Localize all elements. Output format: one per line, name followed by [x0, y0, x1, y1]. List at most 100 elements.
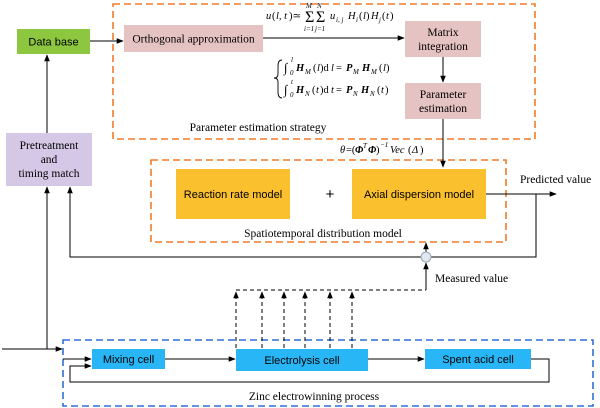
svg-text:P: P — [346, 63, 353, 74]
svg-text:u: u — [330, 11, 335, 22]
svg-text:H: H — [347, 11, 357, 22]
svg-text:l: l — [383, 63, 386, 74]
matrix-integration-box — [405, 21, 481, 57]
parameter-estimation-label-1: Parameter — [420, 89, 467, 101]
svg-text:=: = — [336, 85, 342, 96]
svg-text:i=1: i=1 — [304, 25, 314, 33]
reaction-rate-label: Reaction rate model — [184, 189, 282, 201]
svg-text:H: H — [295, 63, 305, 74]
data-base-label: Data base — [28, 37, 78, 49]
svg-text:∫: ∫ — [283, 82, 289, 98]
svg-text:)d: )d — [320, 63, 329, 74]
svg-text:M: M — [304, 68, 312, 76]
axial-dispersion-box — [352, 169, 486, 219]
svg-text:(: ( — [377, 85, 381, 96]
matrix-integration-label-2: integration — [418, 41, 468, 53]
reaction-rate-box — [176, 169, 290, 219]
parameter-estimation-box — [405, 83, 481, 119]
svg-text:T: T — [363, 142, 368, 150]
svg-text:H: H — [360, 85, 370, 96]
measurement-bus — [233, 262, 429, 348]
axial-dispersion-label: Axial dispersion model — [364, 189, 474, 201]
svg-text:(: ( — [359, 11, 363, 22]
data-base-box — [17, 29, 90, 54]
svg-text:θ: θ — [340, 145, 345, 156]
svg-text:Σ: Σ — [316, 9, 325, 26]
svg-text:): ) — [386, 63, 390, 74]
spent-acid-cell-label: Spent acid cell — [442, 354, 514, 366]
svg-text:Φ: Φ — [368, 145, 377, 156]
electrolysis-cell-label: Electrolysis cell — [264, 355, 339, 367]
svg-text:t: t — [331, 85, 335, 96]
svg-text:i, j: i, j — [336, 16, 343, 24]
spatiotemporal-label: Spatiotemporal distribution model — [244, 228, 402, 240]
svg-text:)d: )d — [320, 85, 329, 96]
svg-text:t: t — [316, 85, 320, 96]
svg-text:−1: −1 — [380, 141, 388, 149]
svg-text:)≃: )≃ — [289, 11, 301, 22]
svg-text:M: M — [370, 68, 378, 76]
svg-text:Vec: Vec — [390, 145, 405, 156]
svg-text:): ) — [420, 145, 424, 156]
svg-text:(: ( — [382, 11, 386, 22]
svg-text:): ) — [366, 11, 370, 22]
zinc-process-frame — [62, 339, 594, 407]
connectors — [2, 35, 557, 383]
approximation-equation: u ( l, t )≃ Σ Σ M N i=1 j=1 u i, j H i (… — [266, 2, 394, 33]
svg-text:l: l — [331, 63, 334, 74]
measured-value-label: Measured value — [435, 273, 508, 285]
parameter-strategy-frame — [112, 3, 536, 140]
svg-text:(: ( — [272, 11, 276, 22]
pretreatment-label-3: timing match — [18, 168, 79, 180]
summing-junction — [420, 251, 432, 263]
svg-text:M: M — [305, 2, 313, 10]
svg-text:j=1: j=1 — [314, 25, 325, 33]
svg-text:(: ( — [379, 63, 383, 74]
orthogonal-approximation-label: Orthogonal approximation — [132, 34, 255, 46]
svg-text:): ) — [385, 85, 389, 96]
svg-text:u: u — [266, 11, 271, 22]
svg-text:N: N — [304, 90, 310, 98]
svg-text:Φ: Φ — [355, 145, 364, 156]
svg-text:t: t — [386, 11, 390, 22]
orthogonal-approximation-box — [124, 25, 263, 52]
svg-text:H: H — [361, 63, 371, 74]
svg-text:l: l — [363, 11, 366, 22]
svg-text:=: = — [336, 63, 342, 74]
plus-sign: + — [326, 186, 335, 203]
zinc-process-label: Zinc electrowinning process — [249, 391, 380, 403]
svg-text:0: 0 — [290, 69, 294, 77]
svg-text:N: N — [369, 90, 375, 98]
svg-text:=(: =( — [346, 145, 356, 156]
svg-text:i: i — [356, 16, 358, 24]
pretreatment-label-1: Pretreatment — [20, 140, 80, 152]
matrix-integration-label-1: Matrix — [427, 27, 459, 39]
svg-text:): ) — [376, 145, 380, 156]
svg-text:Δ: Δ — [411, 145, 418, 156]
spent-acid-cell-box — [425, 349, 531, 369]
svg-text:H: H — [370, 11, 380, 22]
parameter-estimation-label-2: estimation — [419, 103, 467, 115]
pretreatment-box — [6, 133, 92, 186]
svg-text:l: l — [291, 56, 293, 64]
mixing-cell-label: Mixing cell — [103, 354, 154, 366]
svg-text:P: P — [346, 85, 353, 96]
svg-text:): ) — [390, 11, 394, 22]
svg-text:H: H — [295, 85, 305, 96]
predicted-value-label: Predicted value — [520, 174, 591, 186]
integral-equations: ∫ l 0 H M ( l )d l = P M H M ( l ) ∫ t 0… — [273, 56, 390, 99]
theta-equation: θ =( Φ T Φ ) −1 Vec ( Δ ) — [340, 141, 424, 156]
svg-text:N: N — [352, 90, 358, 98]
svg-text:(: ( — [408, 145, 412, 156]
svg-text:0: 0 — [290, 91, 294, 99]
electrolysis-cell-box — [236, 349, 368, 371]
svg-text:t: t — [291, 78, 294, 86]
pretreatment-label-2: and — [41, 154, 58, 166]
svg-text:l: l — [317, 63, 320, 74]
svg-text:j: j — [378, 16, 381, 24]
parameter-strategy-label: Parameter estimation strategy — [190, 122, 327, 134]
mixing-cell-box — [92, 349, 165, 369]
svg-text:t: t — [381, 85, 385, 96]
svg-text:(: ( — [313, 63, 317, 74]
svg-text:M: M — [352, 68, 360, 76]
